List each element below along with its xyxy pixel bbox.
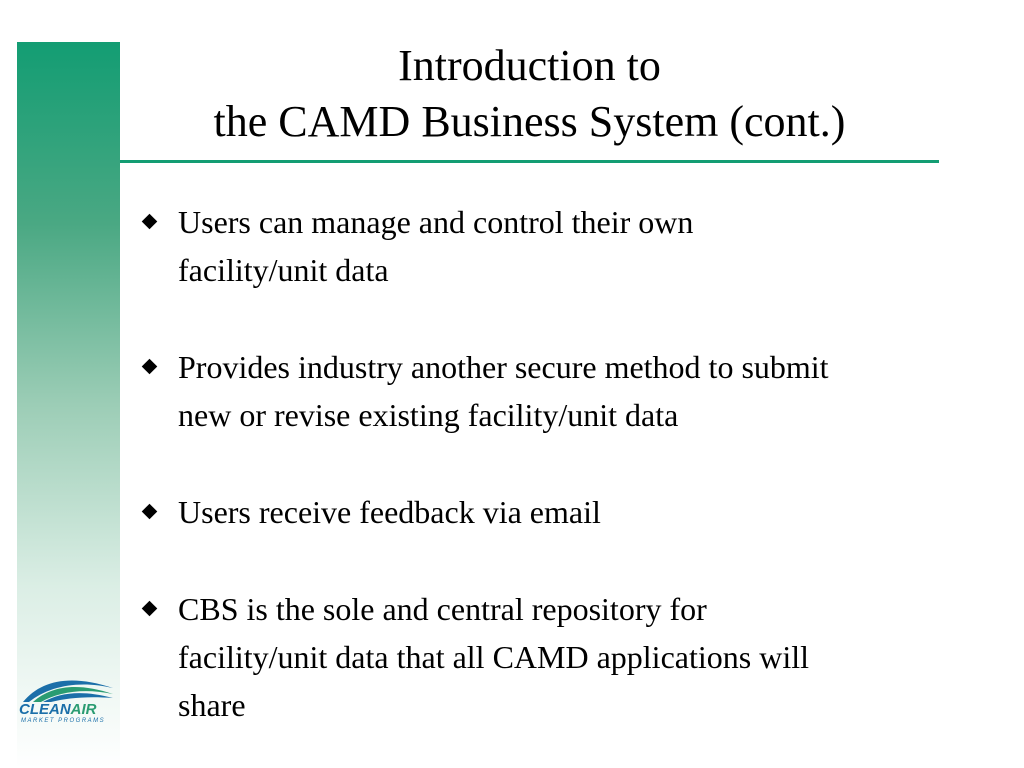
bullet-item: Users can manage and control their own f…	[140, 198, 1010, 294]
diamond-bullet-icon	[141, 213, 158, 230]
diamond-bullet-icon	[141, 503, 158, 520]
logo-wordmark: CLEANAIR	[19, 702, 97, 718]
bullet-text-line: Provides industry another secure method …	[178, 349, 829, 385]
bullet-item: CBS is the sole and central repository f…	[140, 585, 1010, 729]
bullet-text-line: facility/unit data that all CAMD applica…	[178, 639, 809, 675]
bullet-text-line: Users receive feedback via email	[178, 494, 601, 530]
bullet-item: Users receive feedback via email	[140, 488, 1010, 536]
logo-word-clean: CLEAN	[19, 701, 71, 718]
bullet-text-line: share	[178, 687, 246, 723]
bullet-text-line: CBS is the sole and central repository f…	[178, 591, 707, 627]
bullet-list: Users can manage and control their own f…	[140, 198, 1010, 768]
diamond-bullet-icon	[141, 600, 158, 617]
bullet-text-line: Users can manage and control their own	[178, 204, 694, 240]
clean-air-logo: CLEANAIR MARKET PROGRAMS	[19, 672, 115, 728]
logo-word-air: AIR	[70, 701, 97, 718]
bullet-text-line: facility/unit data	[178, 252, 389, 288]
clean-air-wave-icon	[23, 680, 113, 702]
logo-tagline: MARKET PROGRAMS	[21, 718, 106, 724]
bullet-text-line: new or revise existing facility/unit dat…	[178, 397, 679, 433]
bullet-item: Provides industry another secure method …	[140, 343, 1010, 439]
title-divider	[120, 160, 939, 163]
side-gradient-band	[17, 42, 120, 768]
slide-title-line-1: Introduction to	[398, 41, 661, 90]
slide-title: Introduction to the CAMD Business System…	[120, 38, 939, 150]
diamond-bullet-icon	[141, 358, 158, 375]
slide-title-line-2: the CAMD Business System (cont.)	[213, 97, 846, 146]
